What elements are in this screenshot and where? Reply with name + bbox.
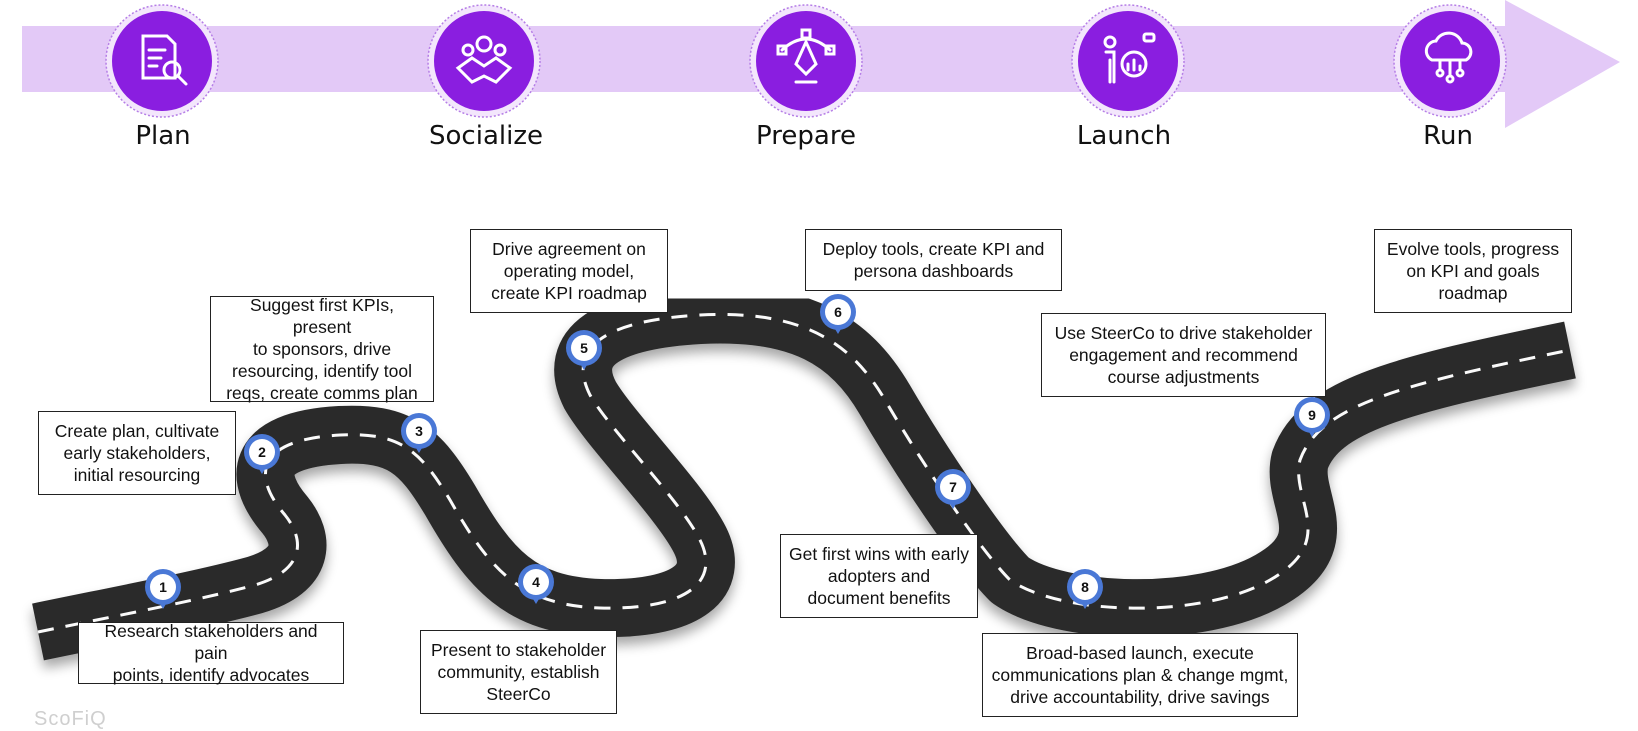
cloud-network-icon xyxy=(1424,31,1473,84)
milestone-box-1: Research stakeholders and pain points, i… xyxy=(78,621,344,685)
launch-phase-circle xyxy=(1071,4,1185,118)
team-handshake-icon xyxy=(455,35,513,84)
phase-label-socialize: Socialize xyxy=(429,121,543,151)
phase-icons xyxy=(105,4,1507,118)
milestone-number: 4 xyxy=(532,574,540,590)
milestone-pins: 1 2 3 4 5 6 7 8 9 xyxy=(145,294,1330,609)
run-phase-circle xyxy=(1393,4,1507,118)
milestone-box-6: Deploy tools, create KPI and persona das… xyxy=(805,229,1062,291)
phase-label-run: Run xyxy=(1423,121,1473,151)
milestone-pin-5: 5 xyxy=(566,330,602,370)
milestone-box-4: Present to stakeholder community, establ… xyxy=(420,630,617,714)
milestone-pin-2: 2 xyxy=(244,434,280,474)
milestone-pin-3: 3 xyxy=(401,413,437,453)
winding-road xyxy=(32,285,1576,661)
presenter-analytics-icon xyxy=(1103,32,1156,84)
phase-label-plan: Plan xyxy=(135,121,191,151)
milestone-number: 1 xyxy=(159,579,167,595)
milestone-number: 6 xyxy=(834,304,842,320)
document-search-icon xyxy=(141,34,188,86)
plan-phase-circle xyxy=(105,4,219,118)
phase-label-prepare: Prepare xyxy=(756,121,856,151)
milestone-pin-6: 6 xyxy=(820,294,856,334)
milestone-box-8: Broad-based launch, execute communicatio… xyxy=(982,633,1298,717)
milestone-pin-9: 9 xyxy=(1294,397,1330,437)
socialize-phase-circle xyxy=(427,4,541,118)
milestone-number: 9 xyxy=(1308,407,1316,423)
milestone-box-10: Evolve tools, progress on KPI and goals … xyxy=(1374,229,1572,313)
milestone-number: 8 xyxy=(1081,579,1089,595)
milestone-box-3: Suggest first KPIs, present to sponsors,… xyxy=(210,295,434,403)
phase-label-launch: Launch xyxy=(1076,121,1172,151)
milestone-number: 2 xyxy=(258,444,266,460)
milestone-box-9: Use SteerCo to drive stakeholder engagem… xyxy=(1041,313,1326,397)
milestone-pin-1: 1 xyxy=(145,569,181,609)
prepare-phase-circle xyxy=(749,4,863,118)
milestone-box-2: Create plan, cultivate early stakeholder… xyxy=(38,411,236,495)
milestone-number: 5 xyxy=(580,340,588,356)
milestone-number: 3 xyxy=(415,423,423,439)
milestone-number: 7 xyxy=(949,479,957,495)
milestone-box-7: Get first wins with early adopters and d… xyxy=(780,534,978,618)
milestone-box-5: Drive agreement on operating model, crea… xyxy=(470,229,668,313)
milestone-pin-8: 8 xyxy=(1067,569,1103,609)
milestone-pin-4: 4 xyxy=(518,564,554,604)
watermark-logo: ScoFiQ xyxy=(34,708,107,730)
milestone-pin-7: 7 xyxy=(935,469,971,509)
pen-tool-icon xyxy=(776,28,836,84)
